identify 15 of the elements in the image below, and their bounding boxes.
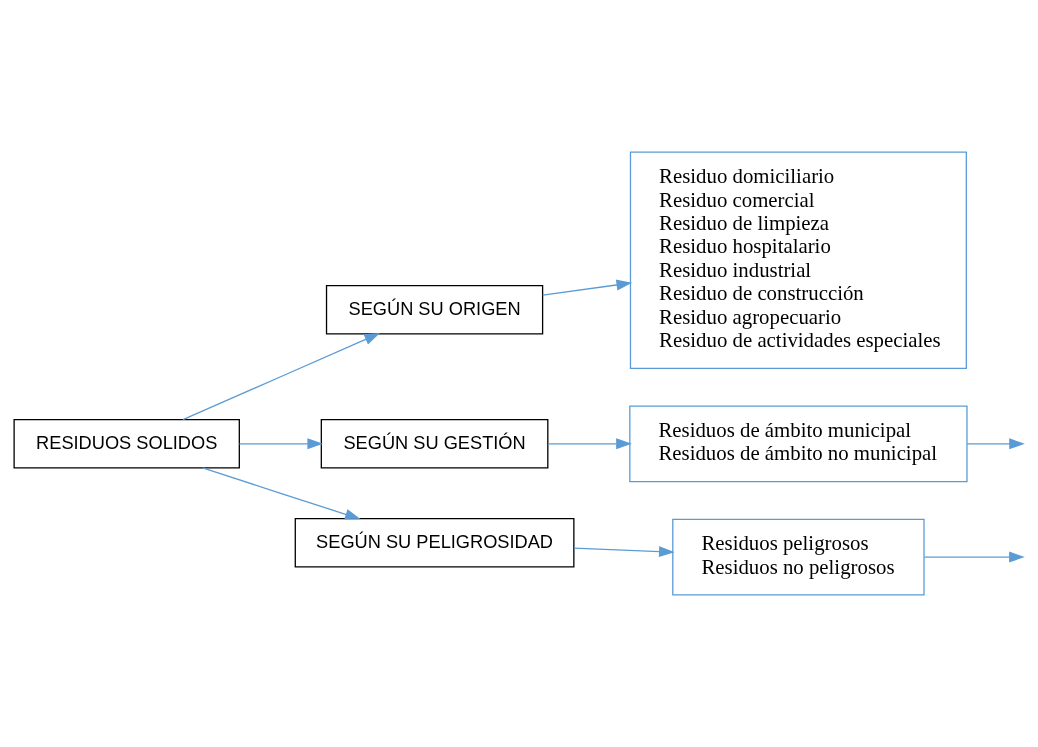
- arrow: [238, 438, 323, 450]
- node-box: Residuos de ámbito municipal Residuos de ámbito no municipal: [629, 405, 968, 483]
- arrow: [923, 551, 1025, 563]
- arrow: [542, 279, 633, 296]
- arrow: [966, 438, 1025, 450]
- arrow: [547, 438, 632, 450]
- arrow: [182, 333, 381, 421]
- node-box: RESIDUOS SOLIDOS: [13, 419, 240, 469]
- node-box: SEGÚN SU GESTIÓN: [320, 419, 549, 469]
- node-box: Residuo domiciliario Residuo comercial Residuo de limpieza Residuo hospitalario Residuo industrial Residuo de construcción Residuo agropecuario Residuo de actividades especiales: [629, 151, 967, 369]
- node-box: Residuos peligrosos Residuos no peligrosos: [672, 518, 925, 596]
- arrow: [573, 546, 675, 558]
- arrow: [202, 467, 361, 520]
- node-box: SEGÚN SU ORIGEN: [325, 285, 544, 335]
- node-box: SEGÚN SU PELIGROSIDAD: [294, 518, 575, 568]
